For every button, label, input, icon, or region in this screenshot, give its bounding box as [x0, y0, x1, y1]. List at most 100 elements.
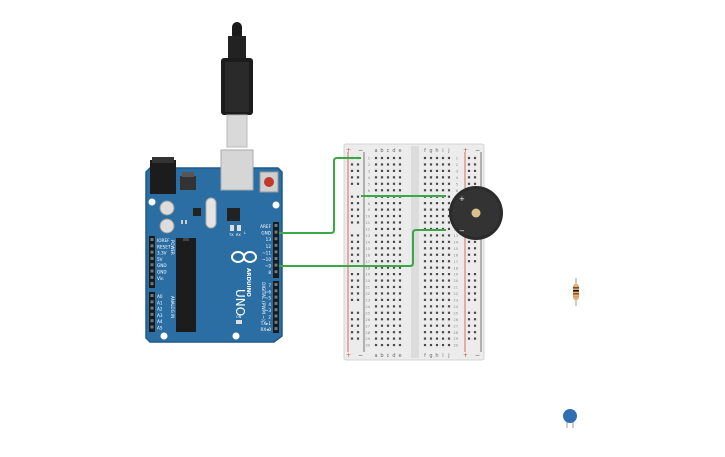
pin-label: IOREF	[157, 238, 170, 243]
row-label: 6	[368, 189, 371, 193]
column-label: b	[380, 353, 383, 359]
wires[interactable]	[279, 157, 446, 267]
column-label: e	[398, 353, 401, 359]
tx-led-label: TX	[228, 233, 234, 237]
column-label: j	[447, 148, 449, 154]
column-label: f	[424, 353, 426, 359]
ceramic-capacitor[interactable]	[563, 409, 577, 428]
row-label: 28	[365, 331, 370, 335]
row-label: 18	[453, 266, 458, 270]
row-label: 16	[453, 253, 458, 257]
breadboard-holes	[350, 156, 477, 347]
pin-label: ~10	[262, 257, 271, 262]
row-label: 9	[368, 208, 371, 212]
row-label: 19	[453, 273, 458, 277]
row-label: 10	[365, 215, 370, 219]
pin-label: 3.3V	[157, 251, 167, 256]
column-label: b	[380, 148, 383, 154]
column-label: h	[435, 353, 438, 359]
pin-label: ~5	[265, 296, 272, 301]
column-label: j	[447, 353, 449, 359]
pin-label: 2	[268, 315, 271, 320]
column-label: a	[374, 148, 377, 154]
row-label: 24	[453, 305, 458, 309]
row-label: 7	[368, 195, 370, 199]
wire-gnd[interactable]	[279, 157, 361, 234]
power-label: POWER	[170, 240, 175, 255]
left-minus-bottom: −	[358, 352, 363, 359]
atmega-chip	[176, 238, 196, 332]
usb-port	[220, 149, 254, 191]
row-label: 22	[453, 292, 458, 296]
row-label: 27	[453, 324, 458, 328]
row-label: 4	[368, 176, 371, 180]
row-label: 30	[365, 344, 370, 348]
row-label: 16	[365, 253, 370, 257]
pin-label: A0	[157, 294, 163, 299]
buzzer-minus-label: −	[459, 227, 465, 235]
pin-label: AREF	[260, 224, 271, 229]
pin-label: 13	[266, 237, 272, 242]
center-channel	[411, 146, 419, 358]
row-label: 23	[453, 299, 458, 303]
column-label: i	[442, 148, 443, 154]
buzzer-plus-label: +	[459, 195, 465, 203]
pin-label: A4	[157, 319, 163, 324]
wire-pin8[interactable]	[279, 229, 446, 267]
column-label: e	[398, 148, 401, 154]
column-label: f	[424, 148, 426, 154]
row-label: 26	[365, 318, 370, 322]
left-plus-top: +	[346, 147, 351, 154]
pin-label: RESET	[157, 244, 171, 249]
column-label: a	[374, 353, 377, 359]
row-label: 17	[453, 260, 458, 264]
row-label: 29	[453, 337, 458, 341]
row-label: 21	[453, 286, 458, 290]
row-label: 24	[365, 305, 370, 309]
row-label: 1	[456, 157, 458, 161]
digital-label: DIGITAL (PWM ~)	[260, 282, 266, 321]
pin-label: Vin	[157, 276, 164, 281]
column-label: d	[392, 148, 395, 154]
pin-label: 12	[266, 244, 272, 249]
left-plus-bottom: +	[346, 352, 351, 359]
pin-label: ~9	[265, 264, 272, 269]
column-label: i	[442, 353, 443, 359]
left-minus-top: −	[358, 147, 363, 154]
pin-label: TX▸1	[260, 321, 272, 326]
row-label: 14	[365, 240, 370, 244]
row-label: 20	[365, 279, 370, 283]
right-plus-bottom: +	[463, 352, 468, 359]
row-label: 14	[453, 240, 458, 244]
piezo-buzzer[interactable]: + −	[449, 186, 503, 240]
row-label: 3	[456, 170, 458, 174]
row-label: 12	[365, 228, 370, 232]
right-minus-bottom: −	[475, 352, 480, 359]
usb-cable[interactable]	[221, 22, 253, 148]
row-label: 18	[365, 266, 370, 270]
row-label: 28	[453, 331, 458, 335]
row-label: 29	[365, 337, 370, 341]
column-label: g	[429, 353, 432, 359]
pin-label: A3	[157, 313, 163, 318]
pin-label: RX◂0	[260, 327, 271, 332]
row-label: 20	[453, 279, 458, 283]
row-label: 13	[365, 234, 370, 238]
arduino-uno-board[interactable]: ARDUINO UNO DIGITAL (PWM ~) POWER ANALOG…	[145, 149, 283, 343]
rx-led-label: RX	[236, 233, 241, 237]
pin-label: A1	[157, 300, 163, 305]
pin-label: 8	[268, 270, 271, 275]
right-plus-top: +	[463, 147, 468, 154]
row-label: 15	[453, 247, 458, 251]
resistor[interactable]	[573, 278, 579, 306]
row-label: 19	[365, 273, 370, 277]
on-led-label: ON	[236, 315, 242, 319]
row-label: 27	[365, 324, 370, 328]
header-pins	[150, 224, 278, 331]
